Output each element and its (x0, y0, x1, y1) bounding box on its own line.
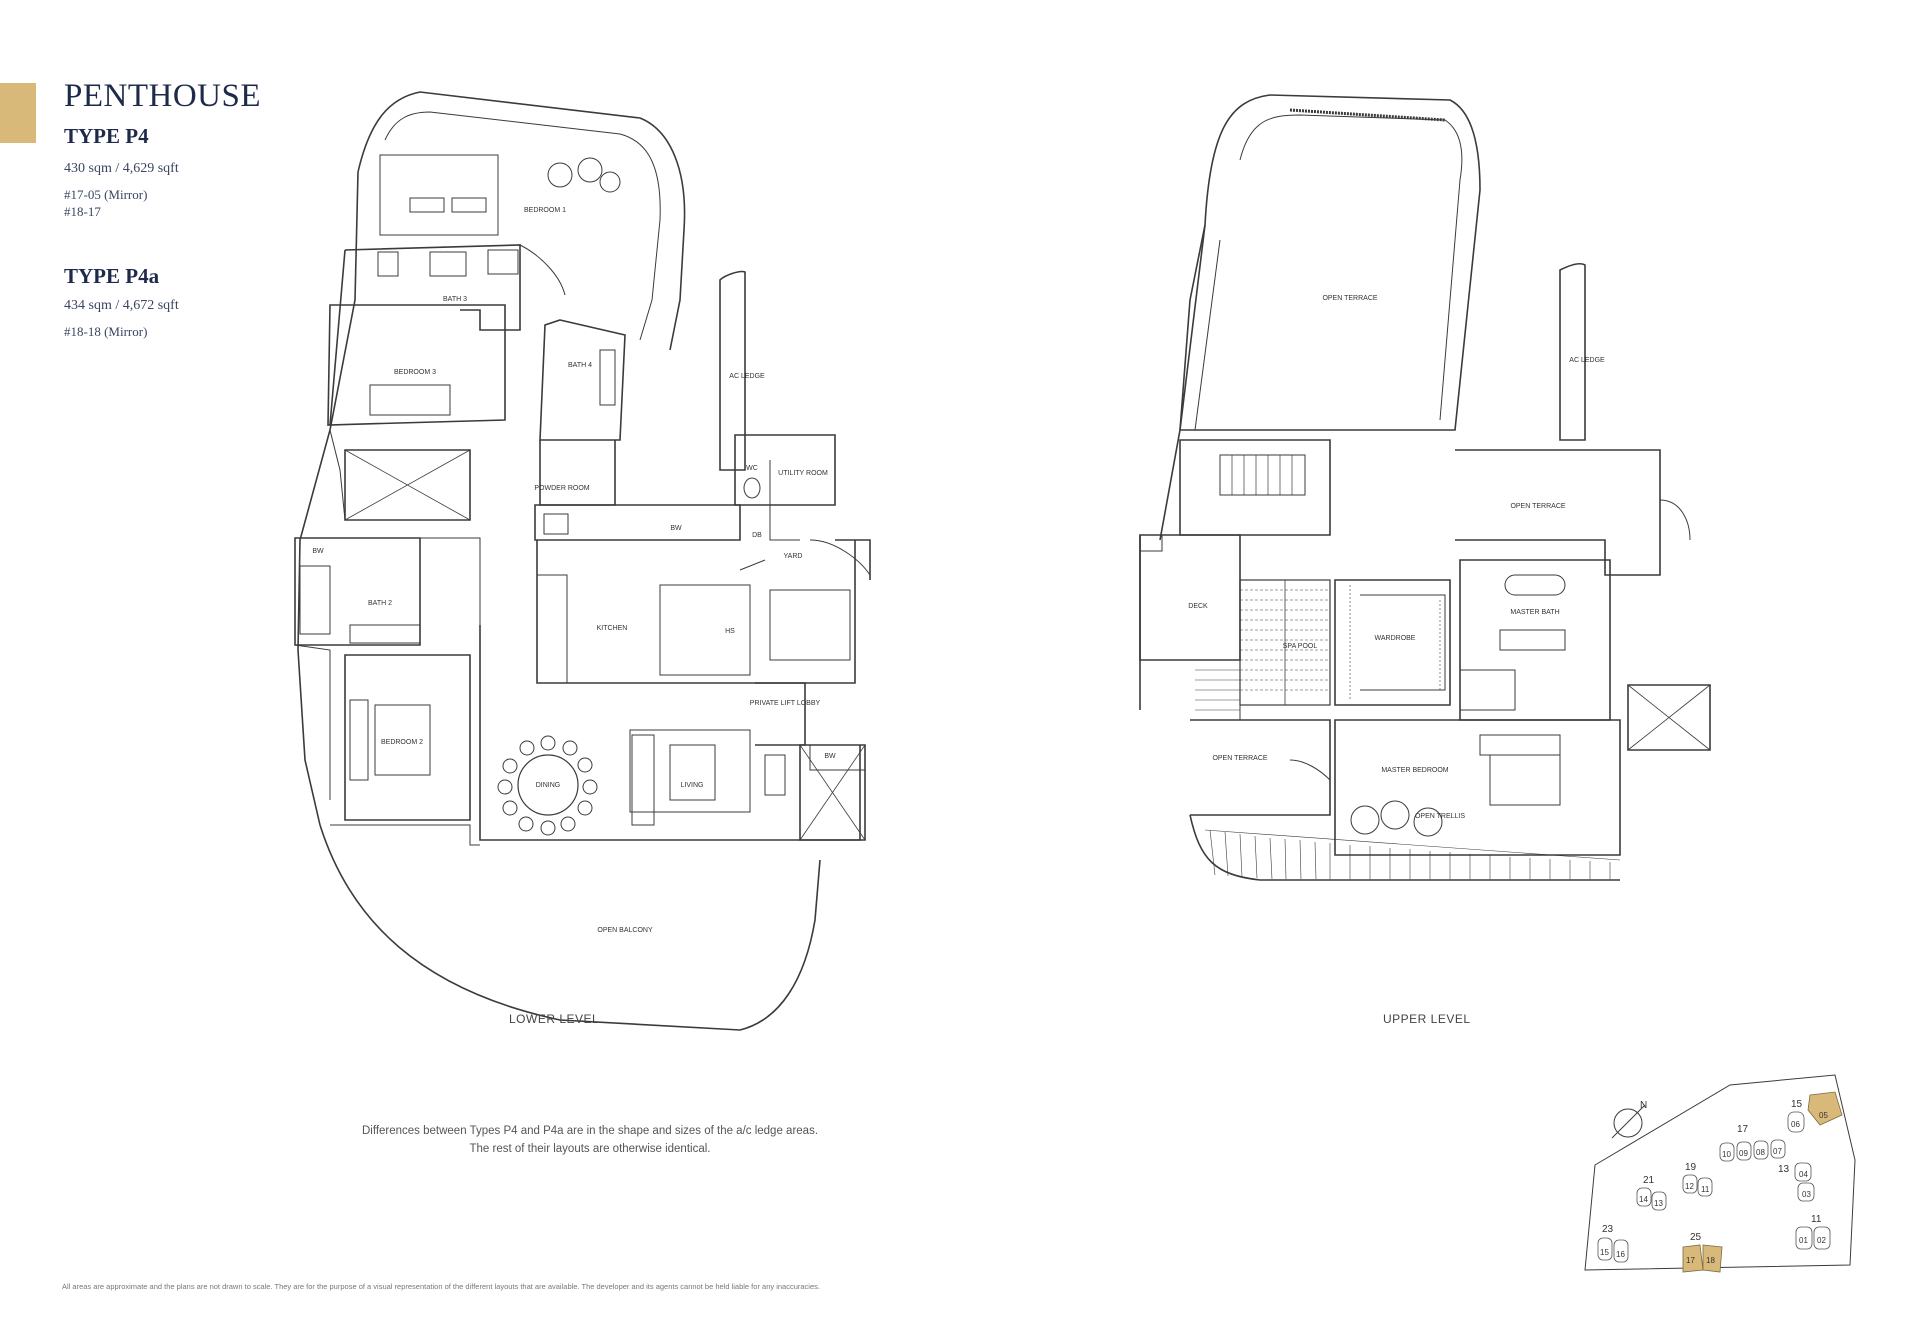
label-bath4: BATH 4 (568, 362, 592, 369)
unit-label: 09 (1739, 1149, 1748, 1158)
block-label: 19 (1685, 1162, 1697, 1173)
label-bw: BW (312, 548, 324, 555)
difference-note: Differences between Types P4 and P4a are… (300, 1122, 880, 1158)
label-balcony: OPEN BALCONY (597, 927, 653, 934)
unit-label: 10 (1722, 1150, 1731, 1159)
label-master-bedroom: MASTER BEDROOM (1381, 767, 1448, 774)
upper-level-plan (1139, 94, 1711, 881)
block-label: 25 (1690, 1232, 1702, 1243)
label-utility: UTILITY ROOM (778, 470, 828, 477)
unit-label: 07 (1773, 1147, 1782, 1156)
unit-label: 11 (1701, 1185, 1710, 1194)
label-spa-pool: SPA POOL (1283, 643, 1318, 650)
type-p4-title: TYPE P4 (64, 124, 149, 148)
note-line-2: The rest of their layouts are otherwise … (469, 1143, 711, 1155)
compass-icon (1613, 1108, 1643, 1138)
label-lift-lobby: PRIVATE LIFT LOBBY (750, 700, 821, 707)
lower-level-plan (294, 91, 871, 1031)
compass-north: N (1640, 1100, 1647, 1111)
unit-label: 01 (1799, 1236, 1808, 1245)
label-bedroom1: BEDROOM 1 (524, 207, 566, 214)
label-open-terrace: OPEN TERRACE (1322, 295, 1377, 302)
label-hs: HS (725, 628, 735, 635)
page-title: PENTHOUSE (64, 78, 262, 114)
block-label: 13 (1778, 1164, 1790, 1175)
type-p4-unit: #18-17 (64, 204, 101, 219)
label-bath2: BATH 2 (368, 600, 392, 607)
unit-label: 05 (1819, 1111, 1828, 1120)
unit-label: 15 (1600, 1248, 1609, 1257)
key-plan (1584, 1074, 1856, 1271)
block-label: 11 (1811, 1214, 1822, 1225)
label-bw: BW (824, 753, 836, 760)
type-p4a-title: TYPE P4a (64, 264, 160, 288)
note-line-1: Differences between Types P4 and P4a are… (361, 1125, 819, 1137)
disclaimer: All areas are approximate and the plans … (62, 1282, 820, 1291)
label-deck: DECK (1188, 603, 1208, 610)
block-label: 23 (1602, 1224, 1614, 1235)
label-bedroom2: BEDROOM 2 (381, 739, 423, 746)
type-p4a-area: 434 sqm / 4,672 sqft (64, 298, 179, 313)
label-wardrobe: WARDROBE (1375, 635, 1416, 642)
label-dining: DINING (536, 782, 561, 789)
unit-label: 18 (1706, 1256, 1715, 1265)
unit-label: 13 (1654, 1199, 1663, 1208)
unit-label: 04 (1799, 1170, 1808, 1179)
label-db: DB (752, 532, 762, 539)
highlight-unit-05 (1807, 1091, 1843, 1126)
label-open-terrace: OPEN TERRACE (1212, 755, 1267, 762)
label-master-bath: MASTER BATH (1510, 609, 1559, 616)
block-label: 17 (1737, 1124, 1749, 1135)
upper-level-caption: UPPER LEVEL (1383, 1012, 1471, 1026)
label-living: LIVING (681, 782, 704, 789)
unit-label: 08 (1756, 1148, 1765, 1157)
unit-label: 02 (1817, 1236, 1826, 1245)
label-yard: YARD (784, 553, 803, 560)
label-open-trellis: OPEN TRELLIS (1415, 813, 1465, 820)
label-bedroom3: BEDROOM 3 (394, 369, 436, 376)
lower-level-caption: LOWER LEVEL (509, 1012, 600, 1026)
type-p4-unit: #17-05 (Mirror) (64, 187, 148, 202)
label-ac-ledge: AC LEDGE (1569, 357, 1605, 364)
label-powder: POWDER ROOM (534, 485, 589, 492)
label-ac-ledge: AC LEDGE (729, 373, 765, 380)
type-p4-area: 430 sqm / 4,629 sqft (64, 161, 179, 176)
block-label: 15 (1791, 1099, 1803, 1110)
label-open-terrace: OPEN TERRACE (1510, 503, 1565, 510)
unit-label: 03 (1802, 1190, 1811, 1199)
label-bw: BW (670, 525, 682, 532)
block-label: 21 (1643, 1175, 1655, 1186)
label-wc: WC (746, 465, 758, 472)
label-bath3: BATH 3 (443, 296, 467, 303)
type-p4a-unit: #18-18 (Mirror) (64, 324, 148, 339)
unit-label: 17 (1686, 1256, 1695, 1265)
unit-label: 14 (1639, 1195, 1648, 1204)
label-kitchen: KITCHEN (597, 625, 628, 632)
unit-label: 06 (1791, 1120, 1800, 1129)
unit-label: 12 (1685, 1182, 1694, 1191)
accent-bar (0, 83, 36, 143)
unit-label: 16 (1616, 1250, 1625, 1259)
highlight-unit-18 (1702, 1244, 1723, 1273)
